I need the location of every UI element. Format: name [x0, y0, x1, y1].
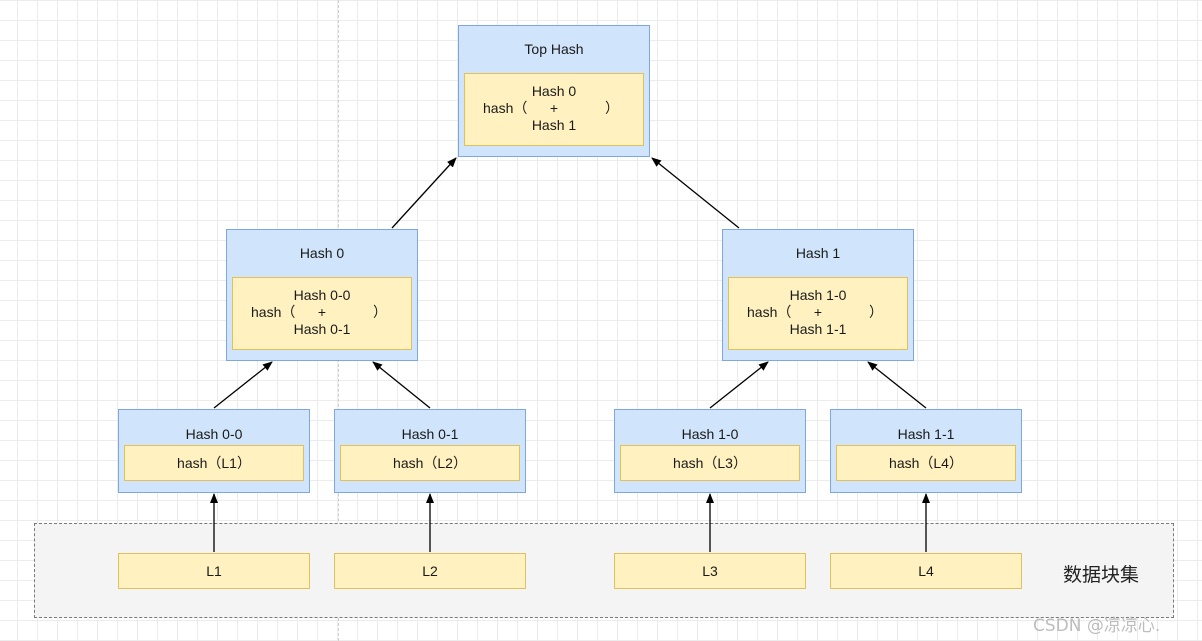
formula: hash（L2）	[393, 455, 467, 471]
hash-1-1-node[interactable]: Hash 1-1 hash（L4）	[830, 409, 1022, 493]
formula-close: ）	[605, 100, 619, 116]
arrow-hash0-to-top	[391, 157, 457, 229]
formula: hash（ Hash 0-0 + Hash 0-1 ）	[233, 278, 411, 349]
data-block-l1[interactable]: L1	[118, 553, 310, 589]
node-title: Top Hash	[524, 41, 584, 57]
node-title: Hash 0	[299, 245, 345, 261]
hash-0-0-node[interactable]: Hash 0-0 hash（L1）	[118, 409, 310, 493]
formula: hash（ Hash 0 + Hash 1 ）	[465, 74, 643, 145]
formula-box[interactable]: hash（L4）	[836, 445, 1016, 481]
watermark: CSDN @凉凉心.	[1033, 616, 1161, 636]
formula-operand-a: Hash 0	[531, 83, 577, 99]
arrow-hash11-to-hash1	[867, 361, 927, 409]
hash-1-node[interactable]: Hash 1 hash（ Hash 1-0 + Hash 1-1 ）	[722, 229, 914, 361]
formula-box[interactable]: hash（ Hash 0 + Hash 1 ）	[464, 73, 644, 146]
hash-1-0-node[interactable]: Hash 1-0 hash（L3）	[614, 409, 806, 493]
formula: hash（L4）	[889, 455, 963, 471]
formula-fn: hash（	[251, 304, 296, 320]
dataset-label: 数据块集	[1063, 564, 1140, 586]
formula-plus: +	[317, 304, 327, 320]
data-block-l4[interactable]: L4	[830, 553, 1022, 589]
formula-box[interactable]: hash（L1）	[124, 445, 304, 481]
formula-close: ）	[373, 304, 387, 320]
formula-box[interactable]: hash（L3）	[620, 445, 800, 481]
hash-0-node[interactable]: Hash 0 hash（ Hash 0-0 + Hash 0-1 ）	[226, 229, 418, 361]
arrow-hash1-to-top	[651, 157, 740, 229]
formula-close: ）	[869, 304, 883, 320]
node-title: Hash 1-1	[897, 426, 955, 442]
formula-plus: +	[549, 100, 559, 116]
arrow-hash10-to-hash1	[709, 361, 769, 409]
formula-operand-a: Hash 1-0	[789, 287, 847, 303]
formula-plus: +	[813, 304, 823, 320]
formula-operand-b: Hash 1	[531, 117, 577, 133]
hash-0-1-node[interactable]: Hash 0-1 hash（L2）	[334, 409, 526, 493]
arrow-hash00-to-hash0	[213, 361, 273, 409]
formula-fn: hash（	[747, 304, 792, 320]
formula: hash（ Hash 1-0 + Hash 1-1 ）	[729, 278, 907, 349]
arrow-hash01-to-hash0	[372, 361, 431, 409]
node-title: Hash 1-0	[681, 426, 739, 442]
node-title: Hash 0-0	[185, 426, 243, 442]
formula-box[interactable]: hash（L2）	[340, 445, 520, 481]
node-title: Hash 0-1	[401, 426, 459, 442]
formula: hash（L3）	[673, 455, 747, 471]
node-title: Hash 1	[795, 245, 841, 261]
formula-fn: hash（	[483, 100, 528, 116]
data-block-l3[interactable]: L3	[614, 553, 806, 589]
formula-box[interactable]: hash（ Hash 1-0 + Hash 1-1 ）	[728, 277, 908, 350]
top-hash-node[interactable]: Top Hash hash（ Hash 0 + Hash 1 ）	[458, 25, 650, 157]
formula-operand-b: Hash 1-1	[789, 321, 847, 337]
formula-operand-a: Hash 0-0	[293, 287, 351, 303]
data-block-l2[interactable]: L2	[334, 553, 526, 589]
formula: hash（L1）	[177, 455, 251, 471]
formula-box[interactable]: hash（ Hash 0-0 + Hash 0-1 ）	[232, 277, 412, 350]
formula-operand-b: Hash 0-1	[293, 321, 351, 337]
